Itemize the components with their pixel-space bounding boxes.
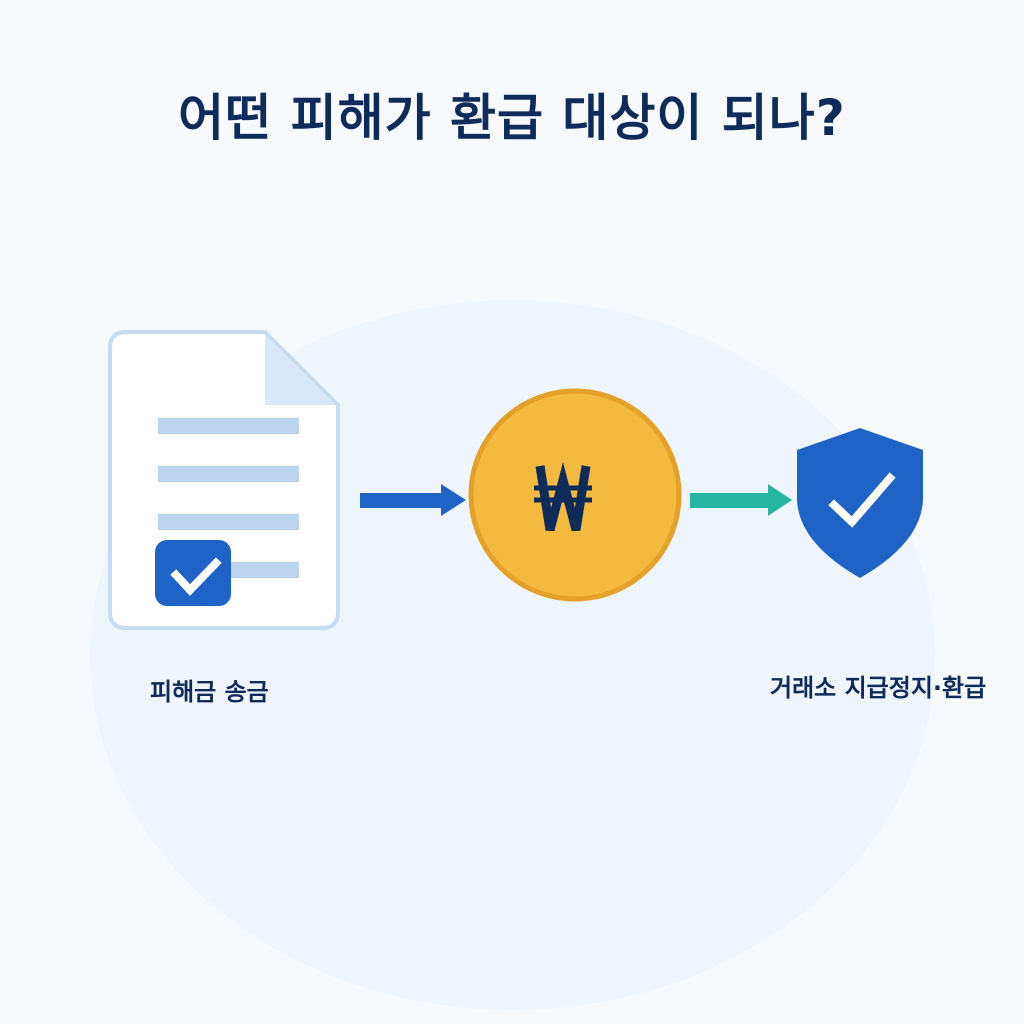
arrow-right-icon [360,484,466,516]
document-line [158,466,299,482]
document-line [158,418,299,434]
step-label-exchange-suspension-refund: 거래소 지급정지·환급 [770,674,987,702]
document-check-icon [108,330,340,630]
page-title: 어떤 피해가 환급 대상이 되나? [178,89,846,147]
document-line [158,514,299,530]
shield-check-icon [797,428,923,578]
check-badge-icon [155,540,231,606]
won-coin-icon [468,388,682,602]
step-label-damage-remittance: 피해금 송금 [150,678,269,706]
arrow-right-icon [690,484,792,516]
